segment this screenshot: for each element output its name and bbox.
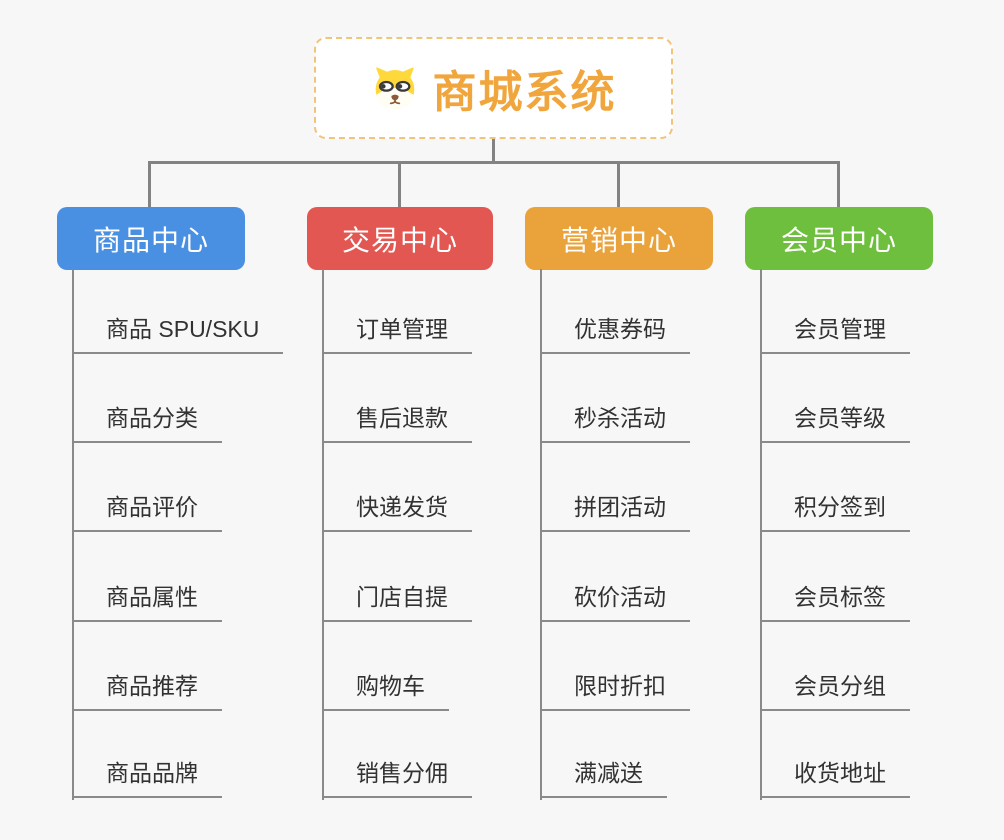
branch-node-member-center[interactable]: 会员中心 <box>745 207 933 270</box>
child-node-product-spu-sku[interactable]: 商品 SPU/SKU <box>72 306 284 354</box>
connector-branch-stub <box>617 163 620 207</box>
dog-face-icon <box>371 64 419 112</box>
child-node-member-group[interactable]: 会员分组 <box>760 663 910 711</box>
branch-node-marketing-center[interactable]: 营销中心 <box>525 207 713 270</box>
child-node-coupon-code[interactable]: 优惠券码 <box>540 306 690 354</box>
branch-label: 会员中心 <box>780 224 897 256</box>
connector-horizontal-line <box>148 161 840 164</box>
child-node-product-review[interactable]: 商品评价 <box>72 484 222 532</box>
branch-children-line <box>540 269 542 800</box>
child-node-express-delivery[interactable]: 快递发货 <box>322 484 472 532</box>
branch-label: 交易中心 <box>341 224 458 256</box>
child-node-sales-commission[interactable]: 销售分佣 <box>322 750 472 798</box>
child-node-limited-time-discount[interactable]: 限时折扣 <box>540 663 690 711</box>
child-node-member-level[interactable]: 会员等级 <box>760 395 910 443</box>
connector-root-stub <box>492 139 495 164</box>
branch-label: 营销中心 <box>560 224 677 256</box>
connector-branch-stub <box>837 163 840 207</box>
branch-node-product-center[interactable]: 商品中心 <box>57 207 245 270</box>
child-node-bargain-activity[interactable]: 砍价活动 <box>540 574 690 622</box>
child-node-shopping-cart[interactable]: 购物车 <box>322 663 449 711</box>
child-node-product-brand[interactable]: 商品品牌 <box>72 750 222 798</box>
child-node-product-category[interactable]: 商品分类 <box>72 395 222 443</box>
child-node-member-management[interactable]: 会员管理 <box>760 306 910 354</box>
connector-branch-stub <box>148 163 151 207</box>
child-node-points-checkin[interactable]: 积分签到 <box>760 484 910 532</box>
branch-children-line <box>760 269 762 800</box>
child-node-shipping-address[interactable]: 收货地址 <box>760 750 910 798</box>
root-node[interactable]: 商城系统 <box>314 37 673 139</box>
child-node-aftersale-refund[interactable]: 售后退款 <box>322 395 472 443</box>
branch-children-line <box>322 269 324 800</box>
connector-branch-stub <box>398 163 401 207</box>
child-node-product-attribute[interactable]: 商品属性 <box>72 574 222 622</box>
child-node-product-recommend[interactable]: 商品推荐 <box>72 663 222 711</box>
branch-label: 商品中心 <box>92 224 209 256</box>
child-node-store-pickup[interactable]: 门店自提 <box>322 574 472 622</box>
branch-node-trade-center[interactable]: 交易中心 <box>307 207 493 270</box>
child-node-member-tag[interactable]: 会员标签 <box>760 574 910 622</box>
child-node-group-buy[interactable]: 拼团活动 <box>540 484 690 532</box>
branch-children-line <box>72 269 74 800</box>
child-node-full-reduction[interactable]: 满减送 <box>540 750 667 798</box>
child-node-flash-sale[interactable]: 秒杀活动 <box>540 395 690 443</box>
root-title: 商城系统 <box>432 68 617 117</box>
child-node-order-management[interactable]: 订单管理 <box>322 306 472 354</box>
